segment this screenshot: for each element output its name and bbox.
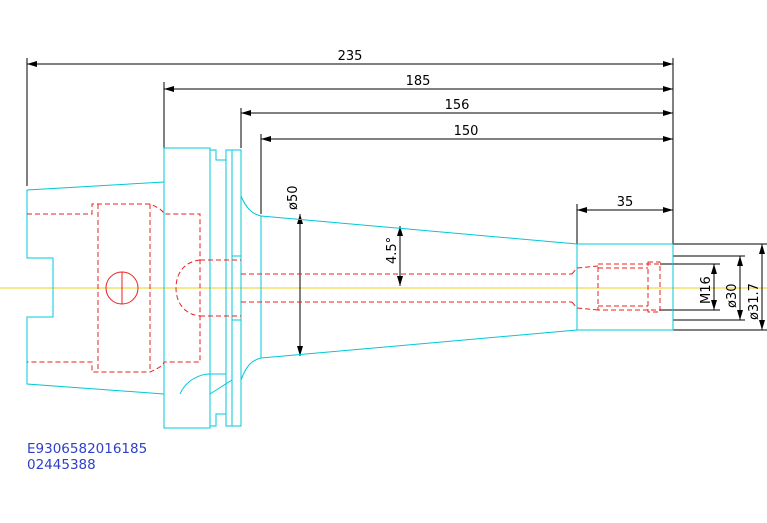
dim-156-label: 156 (445, 98, 470, 113)
hidden-lines (27, 203, 661, 373)
dimension-m16: M16 (699, 264, 717, 310)
dimension-35: 35 (577, 195, 673, 213)
dim-angle-label: 4.5° (385, 237, 400, 264)
dimension-156: 156 (241, 98, 673, 116)
tool-outline (26, 147, 674, 429)
dimension-dia30: ø30 (725, 256, 743, 320)
dimension-185: 185 (164, 74, 673, 92)
dim-dia50-label: ø50 (286, 186, 301, 211)
dim-235-label: 235 (338, 49, 363, 64)
dim-dia30-label: ø30 (725, 284, 740, 309)
drawing-code-2: 02445388 (27, 457, 96, 473)
dim-185-label: 185 (406, 74, 431, 89)
dim-m16-label: M16 (699, 276, 714, 304)
dimension-dia31-7: ø31.7 (747, 244, 765, 330)
dim-35-label: 35 (617, 195, 634, 210)
dim-150-label: 150 (454, 124, 479, 139)
dim-dia31-7-label: ø31.7 (747, 283, 762, 320)
dimension-angle: 4.5° (385, 226, 403, 286)
drawing-code-1: E9306582016185 (27, 441, 148, 457)
dimension-dia50: ø50 (286, 186, 303, 356)
dimension-150: 150 (261, 124, 673, 142)
dimension-235: 235 (27, 49, 673, 67)
